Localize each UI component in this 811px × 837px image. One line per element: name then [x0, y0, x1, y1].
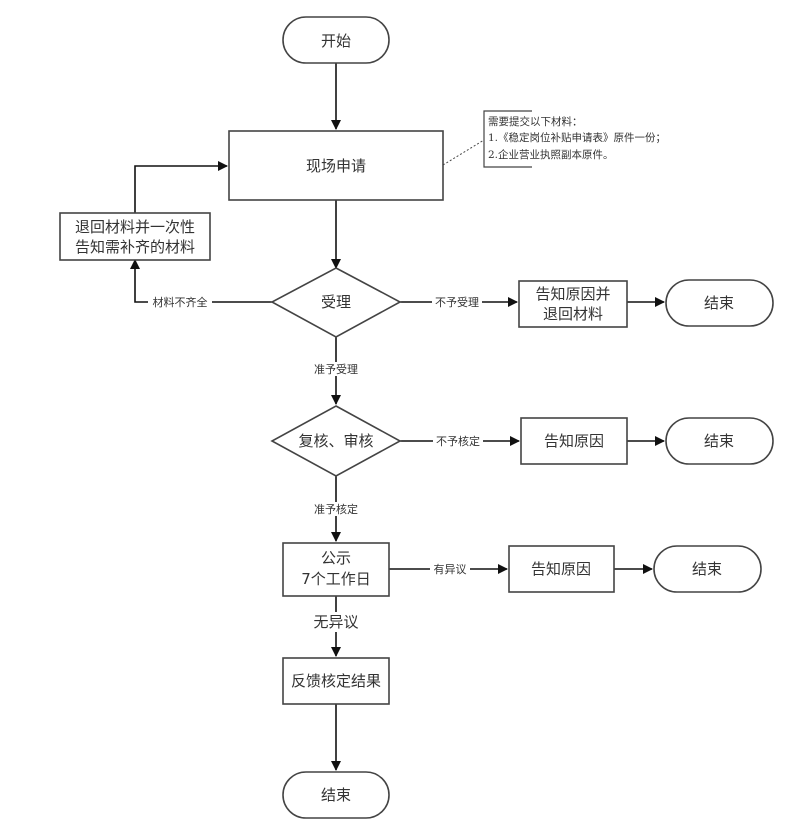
- node-return-materials-line-2: 告知需补齐的材料: [75, 238, 195, 256]
- node-end-3-label: 结束: [692, 560, 722, 578]
- edge-label-objection: 有异议: [434, 562, 467, 576]
- node-start-label: 开始: [321, 32, 351, 50]
- note-line-1: 需要提交以下材料：: [488, 115, 583, 128]
- node-accept-label: 受理: [321, 293, 351, 311]
- node-review-label: 复核、审核: [298, 432, 373, 450]
- node-end-2: 结束: [665, 417, 774, 465]
- node-start: 开始: [282, 16, 390, 64]
- node-end-4-label: 结束: [321, 786, 351, 804]
- node-end-1-label: 结束: [704, 294, 734, 312]
- node-end-1: 结束: [665, 279, 774, 327]
- node-notify-3-label: 告知原因: [531, 560, 591, 578]
- node-end-4: 结束: [282, 771, 390, 819]
- edge-return-to-apply: [134, 161, 228, 213]
- node-notify-3: 告知原因: [508, 545, 615, 593]
- note-materials: 需要提交以下材料： 1.《稳定岗位补贴申请表》原件一份； 2.企业营业执照副本原…: [483, 110, 666, 168]
- edge-label-not-approved: 不予核定: [436, 434, 480, 448]
- node-feedback: 反馈核定结果: [282, 657, 390, 705]
- edge-label-incomplete: 材料不齐全: [153, 295, 208, 309]
- edge-label-accepted: 准予受理: [314, 363, 358, 376]
- node-apply-label: 现场申请: [306, 157, 366, 175]
- node-review: 复核、审核: [270, 405, 402, 477]
- note-connector: [442, 139, 485, 166]
- node-end-3: 结束: [653, 545, 762, 593]
- node-return-materials-line-1: 退回材料并一次性: [75, 218, 195, 236]
- node-publicity-line-2: 7个工作日: [301, 570, 371, 588]
- note-line-2: 1.《稳定岗位补贴申请表》原件一份；: [488, 131, 666, 144]
- edge-label-approved: 准予核定: [314, 502, 358, 516]
- node-feedback-label: 反馈核定结果: [291, 672, 381, 690]
- node-notify-2: 告知原因: [520, 417, 628, 465]
- node-publicity: 公示 7个工作日: [282, 542, 390, 597]
- node-reject-return-line-2: 退回材料: [543, 305, 603, 323]
- node-reject-return: 告知原因并 退回材料: [518, 280, 628, 328]
- node-notify-2-label: 告知原因: [544, 432, 604, 450]
- note-line-3: 2.企业营业执照副本原件。: [488, 148, 614, 161]
- node-end-2-label: 结束: [704, 432, 734, 450]
- node-publicity-line-1: 公示: [321, 549, 351, 567]
- node-reject-return-line-1: 告知原因并: [535, 285, 610, 303]
- node-apply: 现场申请: [228, 130, 444, 201]
- edge-label-no-objection: 无异议: [313, 613, 358, 631]
- node-return-materials: 退回材料并一次性 告知需补齐的材料: [59, 212, 211, 261]
- edge-label-not-accepted: 不予受理: [435, 296, 479, 309]
- edge-accept-to-return: [130, 259, 272, 303]
- node-accept: 受理: [270, 267, 402, 338]
